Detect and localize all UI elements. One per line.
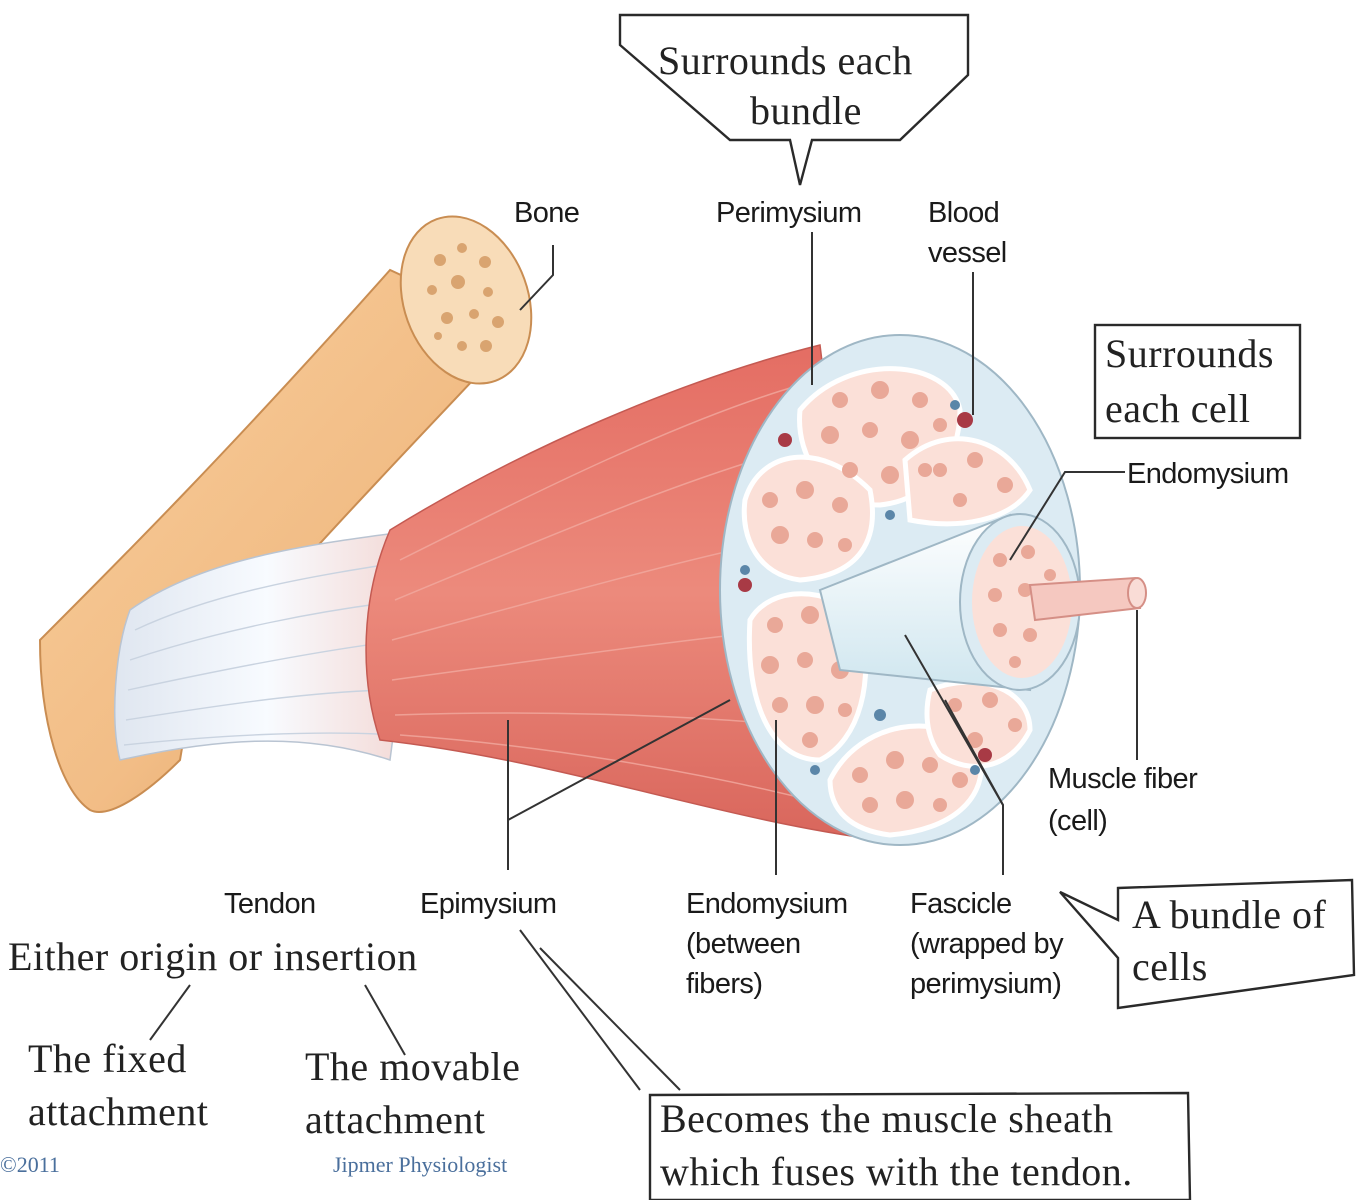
label-tendon: Tendon (224, 888, 316, 920)
note-surrounds-cell-1: Surrounds (1105, 331, 1274, 376)
label-endomysium-between-2: (between (686, 928, 801, 960)
fascicle-cylinder (818, 513, 1081, 692)
muscle-fiber (1028, 576, 1147, 622)
note-surrounds-cell-2: each cell (1105, 386, 1251, 431)
watermark-credit: Jipmer Physiologist (333, 1152, 507, 1177)
note-bundle-of-cells-2: cells (1132, 944, 1208, 989)
label-fascicle-1: Fascicle (910, 888, 1012, 920)
watermark-year: ©2011 (0, 1152, 60, 1177)
label-endomysium: Endomysium (1127, 458, 1289, 490)
note-either-origin: Either origin or insertion (8, 934, 418, 979)
label-blood-vessel-1: Blood (928, 197, 999, 229)
note-movable-1: The movable (305, 1044, 520, 1089)
callout-muscle-sheath (648, 1091, 1192, 1200)
label-epimysium: Epimysium (420, 888, 556, 920)
note-movable-2: attachment (305, 1097, 485, 1142)
note-surrounds-bundle-1: Surrounds each (658, 38, 913, 83)
label-blood-vessel-2: vessel (928, 237, 1007, 269)
callout-bundle-of-cells (1059, 878, 1356, 1010)
label-bone: Bone (514, 197, 579, 229)
note-sheath-2: which fuses with the tendon. (660, 1149, 1133, 1194)
label-muscle-fiber-2: (cell) (1048, 805, 1107, 837)
note-sheath-1: Becomes the muscle sheath (660, 1096, 1113, 1141)
label-endomysium-between-3: fibers) (686, 968, 762, 1000)
callout-surrounds-cell (1093, 323, 1302, 440)
note-surrounds-bundle-2: bundle (750, 88, 862, 133)
note-fixed-2: attachment (28, 1089, 208, 1134)
label-fascicle-3: perimysium) (910, 968, 1061, 1000)
note-fixed-1: The fixed (28, 1036, 187, 1081)
label-muscle-fiber-1: Muscle fiber (1048, 763, 1198, 795)
note-bundle-of-cells-1: A bundle of (1132, 892, 1327, 937)
label-perimysium: Perimysium (716, 197, 861, 229)
label-endomysium-between-1: Endomysium (686, 888, 848, 920)
fascicle-upper-right (902, 436, 1033, 527)
bone-cross-section (399, 215, 533, 385)
label-fascicle-2: (wrapped by (910, 928, 1064, 960)
callout-surrounds-bundle (618, 13, 970, 186)
blood-vessel-dots (738, 412, 992, 762)
leader-lines (149, 232, 1138, 1091)
